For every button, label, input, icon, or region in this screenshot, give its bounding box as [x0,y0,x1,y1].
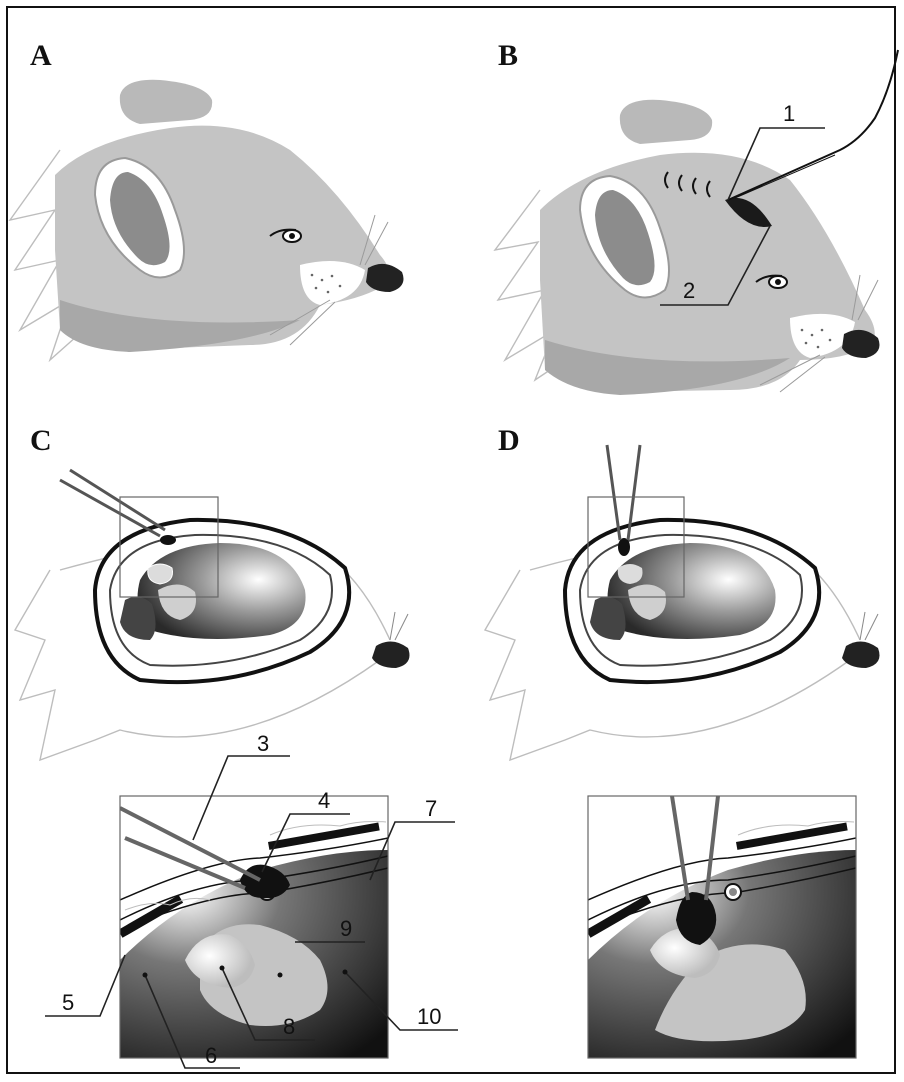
inset-d [586,796,856,1058]
injection-site-d [618,538,630,556]
callout-1: 1 [783,101,795,126]
callout-6: 6 [205,1043,217,1068]
callout-7: 7 [425,796,437,821]
callout-5: 5 [62,990,74,1015]
injection-site-c [160,535,176,545]
callout-3: 3 [257,731,269,756]
pipette-c [60,470,165,536]
panel-label-c: C [30,424,52,457]
nose-c [372,641,410,668]
whisker-pad-a [300,261,365,305]
nose-d [842,641,880,668]
pupil-a [289,233,295,239]
callout-4: 4 [318,788,330,813]
callout-2: 2 [683,278,695,303]
panel-label-d: D [498,424,520,457]
panel-label-a: A [30,39,52,72]
panel-b: B 1 2 [495,39,898,395]
panel-a: A [10,39,404,360]
ear-top-a [120,80,212,124]
gland-c [148,564,173,584]
panel-c: C [15,424,458,1068]
callout-10: 10 [417,1004,441,1029]
leader-5 [45,955,125,1016]
panel-label-b: B [498,39,518,72]
panel-d: D [485,424,880,1058]
pupil-b [775,279,781,285]
callout-9: 9 [340,916,352,941]
ear-top-b [620,100,712,144]
callout-8: 8 [283,1014,295,1039]
